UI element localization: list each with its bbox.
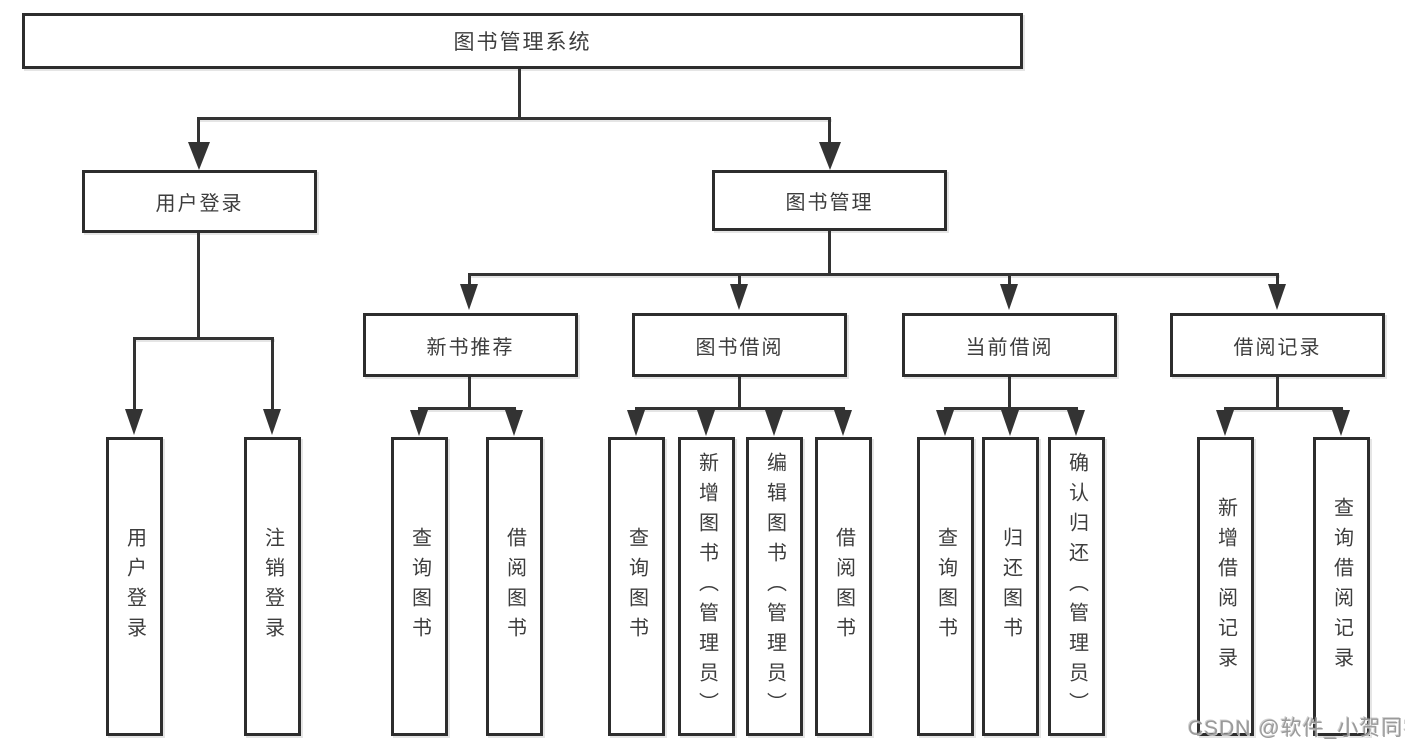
leaf-borrow-book: 借阅图书 <box>815 437 872 736</box>
node-book-borrowing: 图书借阅 <box>632 313 847 377</box>
leaf-query-book-recommend: 查询图书 <box>391 437 448 736</box>
arrow-down-icon <box>505 410 523 436</box>
arrow-down-icon <box>1216 410 1234 436</box>
leaf-edit-book-admin: 编辑图书（管理员） <box>746 437 803 736</box>
connector-line <box>197 117 200 145</box>
node-library-management-system: 图书管理系统 <box>22 13 1023 69</box>
node-book-management: 图书管理 <box>712 170 947 231</box>
connector-line <box>1008 377 1011 407</box>
connector-line <box>944 407 1078 410</box>
leaf-return-book: 归还图书 <box>982 437 1039 736</box>
connector-line <box>468 273 471 286</box>
node-user-login: 用户登录 <box>82 170 317 233</box>
node-new-book-recommendation: 新书推荐 <box>363 313 578 377</box>
arrow-down-icon <box>627 410 645 436</box>
connector-line <box>197 117 831 120</box>
leaf-logout: 注销登录 <box>244 437 301 736</box>
leaf-add-book-admin: 新增图书（管理员） <box>678 437 735 736</box>
connector-line <box>635 407 845 410</box>
connector-line <box>828 231 831 273</box>
connector-line <box>1276 273 1279 286</box>
arrow-down-icon <box>263 409 281 435</box>
connector-line <box>828 117 831 145</box>
leaf-query-borrow-record: 查询借阅记录 <box>1313 437 1370 736</box>
arrow-down-icon <box>730 284 748 310</box>
arrow-down-icon <box>460 284 478 310</box>
arrow-down-icon <box>936 410 954 436</box>
arrow-down-icon <box>188 142 210 170</box>
leaf-query-book-current: 查询图书 <box>917 437 974 736</box>
arrow-down-icon <box>697 410 715 436</box>
arrow-down-icon <box>1067 410 1085 436</box>
connector-line <box>133 337 274 340</box>
connector-line <box>418 407 516 410</box>
arrow-down-icon <box>765 410 783 436</box>
leaf-user-login: 用户登录 <box>106 437 163 736</box>
arrow-down-icon <box>1000 284 1018 310</box>
connector-line <box>1224 407 1343 410</box>
connector-line <box>197 233 200 337</box>
node-current-borrowing: 当前借阅 <box>902 313 1117 377</box>
connector-line <box>133 337 136 410</box>
connector-line <box>1276 377 1279 407</box>
leaf-borrow-book-recommend: 借阅图书 <box>486 437 543 736</box>
connector-line <box>468 273 1279 276</box>
arrow-down-icon <box>819 142 841 170</box>
node-borrowing-records: 借阅记录 <box>1170 313 1385 377</box>
arrow-down-icon <box>1268 284 1286 310</box>
arrow-down-icon <box>834 410 852 436</box>
connector-line <box>271 337 274 410</box>
connector-line <box>518 69 521 117</box>
leaf-query-book-borrow: 查询图书 <box>608 437 665 736</box>
connector-line <box>738 377 741 407</box>
arrow-down-icon <box>410 410 428 436</box>
connector-line <box>468 377 471 407</box>
arrow-down-icon <box>1332 410 1350 436</box>
leaf-confirm-return-admin: 确认归还（管理员） <box>1048 437 1105 736</box>
connector-line <box>738 273 741 286</box>
csdn-watermark: CSDN @软件_小贺同学 <box>1188 717 1405 740</box>
connector-line <box>1008 273 1011 286</box>
arrow-down-icon <box>125 409 143 435</box>
arrow-down-icon <box>1001 410 1019 436</box>
leaf-add-borrow-record: 新增借阅记录 <box>1197 437 1254 736</box>
